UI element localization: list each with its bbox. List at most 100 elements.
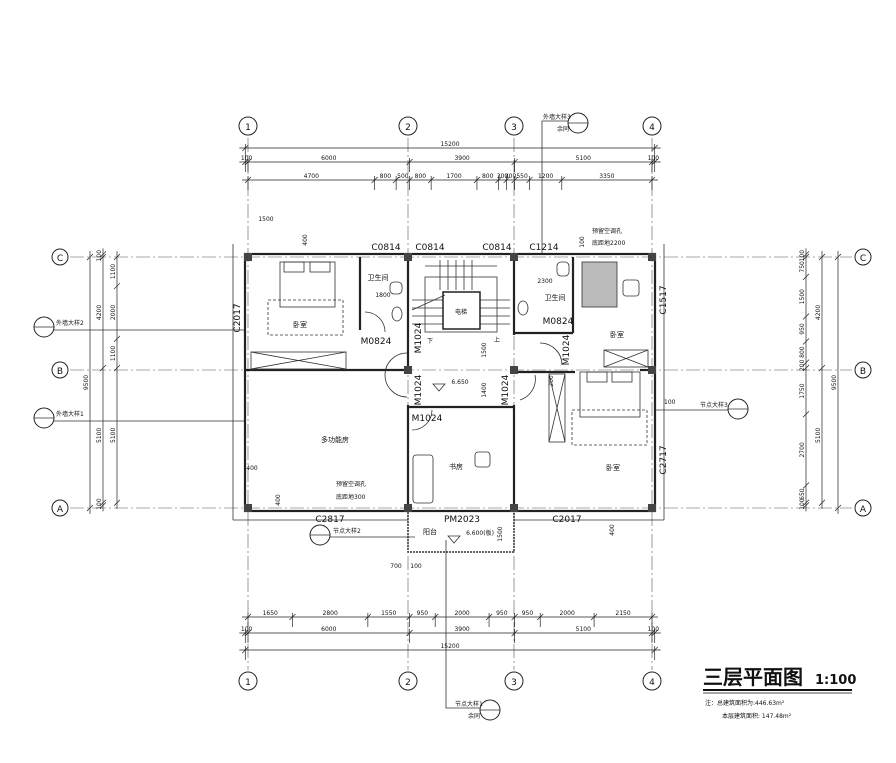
callout-exterior-wall-1: 外墙大样1: [33, 407, 245, 429]
axis-bubbles: 1 2 3 4 1 2 3 4 C B A C B A: [51, 116, 872, 691]
dimension-label: 1100: [110, 264, 117, 279]
svg-text:下: 下: [427, 338, 433, 345]
dimension-tick: [99, 251, 107, 258]
axis-bubble-4-top: 4: [642, 116, 662, 136]
dimension-label: 100: [648, 626, 660, 633]
svg-text:M1024: M1024: [501, 374, 511, 405]
dimension-label: 2000: [454, 610, 469, 617]
sink-icon: [391, 306, 403, 322]
axis-grid: [70, 138, 852, 670]
svg-text:C0814: C0814: [415, 243, 444, 253]
dimension-label: 800: [482, 173, 494, 180]
dimension-label: 100: [799, 498, 806, 510]
dimension-label: 950: [522, 610, 534, 617]
svg-text:4: 4: [649, 123, 655, 133]
dimension-tick: [113, 364, 121, 372]
dimension-tick: [834, 253, 842, 261]
dimension-tick: [99, 502, 107, 509]
dimension-tick: [834, 504, 842, 512]
wardrobe-icon: [250, 351, 347, 370]
dimension-label: 1200: [538, 173, 553, 180]
dimension-label: 100: [241, 626, 253, 633]
door-swing-icon: [384, 374, 408, 398]
dimension-label: 100: [96, 250, 103, 262]
level-marker: 6.600(板): [466, 529, 494, 537]
rug-icon: [581, 261, 618, 308]
svg-text:节点大样3: 节点大样3: [700, 401, 728, 409]
svg-text:400: 400: [609, 524, 616, 536]
dimension-label: 15200: [440, 141, 459, 148]
dimension-label: 5100: [96, 428, 103, 443]
opening-labels: C0814 C0814 C0814 C1214 C2017 C1517 C271…: [233, 243, 669, 525]
dimension-label: 1550: [381, 610, 396, 617]
dimension-label: 300: [497, 173, 509, 180]
wardrobe-icon: [548, 373, 566, 443]
dimension-tick: [802, 364, 810, 372]
dimension-label: 4200: [815, 305, 822, 320]
dimension-tick: [99, 253, 107, 261]
stair-icon: [411, 260, 510, 333]
svg-text:100: 100: [664, 399, 676, 406]
note-floor-area: 本层建筑面积: 147.48m²: [722, 712, 792, 720]
svg-text:预留空调孔: 预留空调孔: [592, 227, 622, 235]
dimension-label: 2800: [323, 610, 338, 617]
toilet-icon: [556, 261, 570, 277]
dimension-tick: [99, 499, 107, 506]
dimension-tick: [802, 251, 810, 258]
room-label-study: 书房: [449, 462, 463, 471]
svg-text:余同: 余同: [557, 125, 569, 133]
dimension-label: 1700: [446, 173, 461, 180]
room-label-multipurpose: 多功能房: [321, 435, 349, 444]
axis-bubble-2-bottom: 2: [398, 671, 418, 691]
svg-text:400: 400: [246, 465, 258, 472]
dimension-label: 1100: [110, 346, 117, 361]
callout-exterior-wall-2: 外墙大样2: [33, 316, 245, 338]
dimension-tick: [802, 482, 810, 489]
dimension-label: 950: [417, 610, 429, 617]
svg-text:B: B: [57, 367, 63, 377]
svg-text:2: 2: [405, 123, 411, 133]
svg-text:M1024: M1024: [414, 322, 424, 353]
door-swing-icon: [519, 374, 536, 401]
dimension-label: 6000: [321, 155, 336, 162]
svg-text:1: 1: [245, 678, 251, 688]
svg-text:100: 100: [410, 563, 422, 570]
drawing-title: 三层平面图: [703, 665, 803, 689]
dimension-label: 5100: [576, 155, 591, 162]
sink-icon: [517, 300, 529, 316]
elevator-shaft: [442, 291, 481, 330]
svg-text:3: 3: [511, 678, 517, 688]
axis-bubble-A-left: A: [51, 499, 69, 517]
svg-text:C0814: C0814: [482, 243, 511, 253]
dimension-label: 2150: [615, 610, 630, 617]
note-total-area: 注：总建筑面积为:446.63m²: [705, 699, 785, 707]
dimension-label: 5100: [576, 626, 591, 633]
svg-text:C2717: C2717: [659, 445, 669, 474]
room-label-bathroom: 卫生间: [545, 293, 566, 302]
svg-text:C2817: C2817: [315, 515, 344, 525]
room-label-bathroom: 卫生间: [368, 273, 389, 282]
dimension-label: 3350: [599, 173, 614, 180]
axis-bubble-3-bottom: 3: [504, 671, 524, 691]
dimension-tick: [86, 253, 94, 261]
dimension-tick: [802, 338, 810, 345]
room-labels: 卧室 卫生间 电梯 卫生间 卧室 多功能房 书房 卧室 阳台: [293, 273, 624, 536]
dimension-label: 800: [380, 173, 392, 180]
dimension-label: 9500: [831, 375, 838, 390]
dimension-label: 1500: [799, 289, 806, 304]
door-swing-icon: [539, 342, 563, 366]
room-label-elevator: 电梯: [455, 308, 467, 316]
dimension-label: 4200: [96, 305, 103, 320]
svg-text:C1214: C1214: [529, 243, 558, 253]
svg-text:外墙大样2: 外墙大样2: [56, 319, 84, 327]
door-swing-icon: [411, 409, 433, 431]
dimension-tick: [818, 364, 826, 372]
dimension-label: 2000: [110, 305, 117, 320]
svg-text:1: 1: [245, 123, 251, 133]
callout-node-detail-2: 节点大样2: [309, 524, 415, 546]
fixtures: [250, 260, 649, 504]
axis-bubble-B-right: B: [854, 361, 872, 379]
